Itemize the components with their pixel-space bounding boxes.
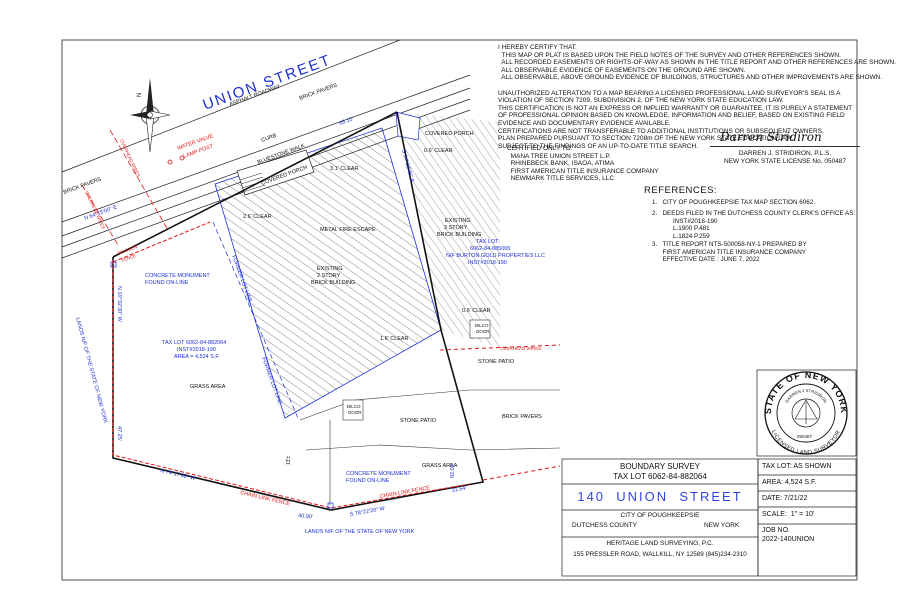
tax-lot-field: TAX LOT: AS SHOWN <box>762 463 832 470</box>
overhead-wires-3: OVERHEAD WIRES <box>500 346 541 351</box>
reference-1: 1. CITY OF POUGHKEEPSIE TAX MAP SECTION … <box>652 199 815 206</box>
dist-bottom1-label: 40.90' <box>298 513 313 521</box>
firm-name: HERITAGE LAND SURVEYING, P.C. <box>606 540 714 547</box>
monument-bottom-1: CONCRETE MONUMENT <box>346 471 411 477</box>
state-name: NEW YORK <box>704 522 740 529</box>
surveyor-name: DARREN J. STRIDIRON, P.L.S. NEW YORK STA… <box>723 150 847 165</box>
tax-lot-adj-4: INST#2018-190 <box>468 260 507 266</box>
dist-left-label: 47.25' <box>116 426 122 441</box>
existing-building-3-label-1: EXISTING <box>445 218 471 224</box>
title-block-frame <box>561 458 857 577</box>
grass-area-label: GRASS AREA <box>190 384 226 390</box>
bearing-bl-label: N 74°17'00" W <box>160 468 197 482</box>
brick-pavers-left-label: BRICK PAVERS <box>63 177 103 196</box>
reference-2: 2. DEEDS FILED IN THE DUTCHESS COUNTY CL… <box>652 210 856 240</box>
tax-lot-adj-1: TAX LOT <box>476 239 499 245</box>
former-lot-line-1 <box>212 221 299 419</box>
bilco-door-left: BILCO <box>347 404 361 409</box>
tax-lot-main-2: INST#2018-190 <box>177 347 216 353</box>
stone-patio-right-label: STONE PATIO <box>478 359 515 365</box>
clear-31-label: 3.1' CLEAR <box>330 166 359 172</box>
job-label: JOB NO. <box>762 527 791 534</box>
dist-bottom2-label: 31.54' <box>451 485 467 493</box>
scale-field: SCALE: 1" = 10' <box>762 511 815 518</box>
seal-number: 050487 <box>797 434 813 439</box>
clear-16-label: 1.6' CLEAR <box>380 336 409 342</box>
existing-building-2-story <box>214 127 442 419</box>
references-heading: REFERENCES: <box>644 185 718 196</box>
lands-bottom-label: LANDS N/F OF THE STATE OF NEW YORK <box>305 529 415 535</box>
curb-label: CURB <box>261 133 278 144</box>
metal-fire-escape-label: METAL FIRE ESCAPE <box>320 227 376 233</box>
svg-text:N: N <box>137 93 143 97</box>
certification-notes: I HEREBY CERTIFY THAT: THIS MAP OR PLAT … <box>498 44 896 150</box>
existing-building-3-label-3: BRICK BUILDING <box>437 232 481 238</box>
job-number: 2022-140UNION <box>762 536 815 543</box>
clear-06-top-label: 0.6' CLEAR <box>424 148 453 154</box>
monument-top-1: CONCRETE MONUMENT <box>145 273 210 279</box>
property-address: 140 UNION STREET <box>577 489 743 504</box>
bilco-door-right: BILCO <box>475 323 489 328</box>
surveyor-signature: Darren Stridiron <box>720 130 822 144</box>
dim-13-label: 13'± <box>286 455 292 465</box>
city-name: CITY OF POUGHKEEPSIE <box>620 512 700 519</box>
covered-porch-right-label: COVERED PORCH <box>425 131 474 137</box>
clear-26-label: 2.6' CLEAR <box>243 214 272 220</box>
overhead-wires <box>81 129 169 246</box>
existing-building-3-label-2: 3 STORY <box>444 225 468 231</box>
street-name: UNION STREET <box>201 51 334 113</box>
dist-top-label: 65.10' <box>339 116 355 127</box>
monument-bottom-2: FOUND ON-LINE <box>346 478 390 484</box>
grass-area-2-label: GRASS AREA <box>422 463 458 469</box>
reference-3: 3. TITLE REPORT NTS-500058-NY-1 PREPARED… <box>652 241 807 264</box>
brick-pavers-top-label: BRICK PAVERS <box>299 83 339 102</box>
area-field: AREA: 4,524 S.F. <box>762 479 817 486</box>
sheet-border <box>61 39 858 581</box>
tax-lot-adj-2: 6062-84-885065 <box>470 246 510 252</box>
tax-lot-main-3: AREA = 4,524 S.F. <box>174 354 220 360</box>
adjacent-building-hatch <box>397 112 500 348</box>
site-features <box>299 319 561 505</box>
north-arrow-icon: N <box>130 78 171 153</box>
overhead-wires-1: OVERHEAD WIRES <box>119 138 141 178</box>
existing-building-2-label-1: EXISTING <box>317 266 343 272</box>
fences-red <box>112 221 561 509</box>
bilco-door-left-2: DOOR <box>348 410 362 415</box>
lands-left-label: LANDS N/F OF THE STATE OF NEW YORK <box>74 317 108 424</box>
county-name: DUTCHESS COUNTY <box>572 522 638 529</box>
brick-pavers-right-label: BRICK PAVERS <box>502 414 542 420</box>
clear-06-right-label: 0.6' CLEAR <box>462 308 491 314</box>
wooden-fence-1: WOODEN <box>117 244 138 256</box>
firm-address: 155 PRESSLER ROAD, WALLKILL, NY 12589 (8… <box>573 551 747 558</box>
bearing-bottom-label: S 78°22'20" W <box>349 506 386 518</box>
wooden-fence-2: FENCE <box>121 253 137 263</box>
tax-lot-adj-3: N/F BURTON GOLD PROPERTIES LLC <box>446 253 545 259</box>
certified-only-to: CERTIFIED ONLY TO: MANA TREE UNION STREE… <box>507 145 659 183</box>
existing-building-2-label-2: 2 STORY <box>317 273 341 279</box>
stone-patio-label: STONE PATIO <box>400 418 437 424</box>
surveyor-seal: STATE OF NEW YORK LICENSED LAND SURVEYOR… <box>756 369 857 457</box>
title-line-1: BOUNDARY SURVEY <box>619 462 701 471</box>
property-boundary-front <box>112 111 398 258</box>
bearing-left-label: N 10°32'30" W <box>116 286 122 323</box>
bilco-door-right-2: DOOR <box>476 329 490 334</box>
existing-building-2-label-3: BRICK BUILDING <box>311 280 355 286</box>
signature-line <box>710 146 860 147</box>
utility-symbols <box>110 155 334 509</box>
title-line-2: TAX LOT 6062-84-882064 <box>613 472 707 481</box>
tax-lot-main-1: TAX LOT 6062-84-882064 <box>162 340 226 346</box>
dist-right-label: 82.00' <box>450 463 456 478</box>
date-field: DATE: 7/21/22 <box>762 495 808 502</box>
monument-top-2: FOUND ON-LINE <box>145 280 189 286</box>
